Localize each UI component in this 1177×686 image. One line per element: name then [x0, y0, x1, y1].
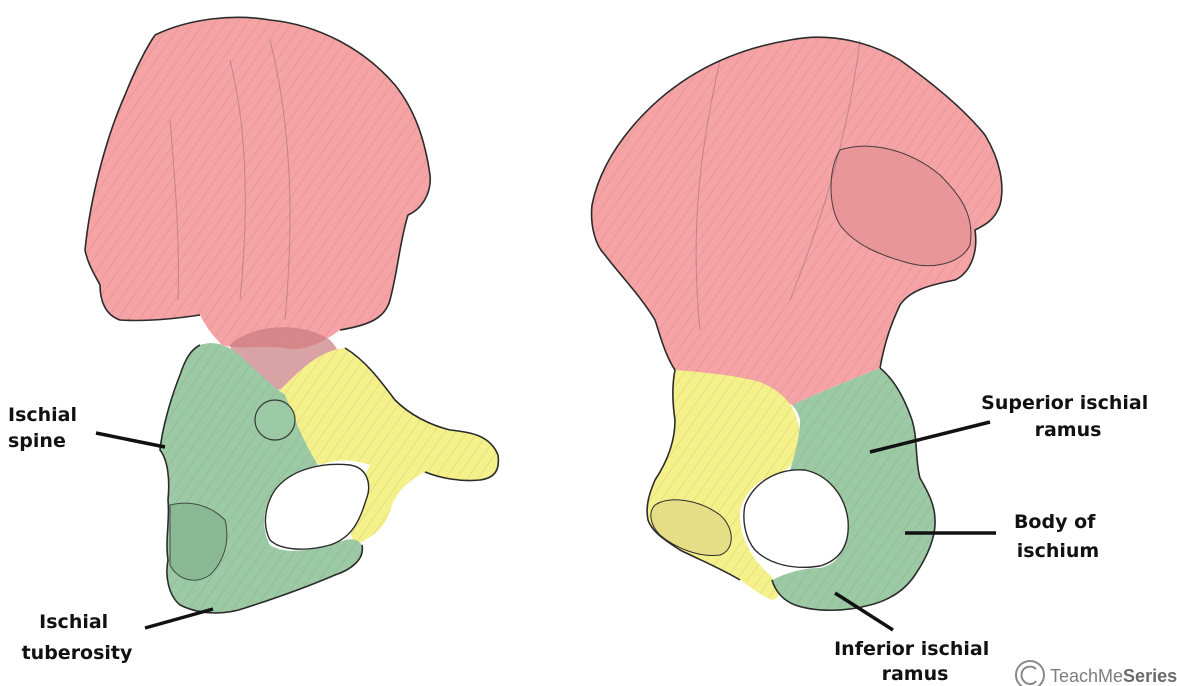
right-hip-bone: [592, 37, 1002, 610]
watermark: TeachMeSeries: [1016, 661, 1177, 686]
label-superior-ischial-ramus: Superior ischial ramus: [981, 392, 1155, 441]
label-body-of-ischium: Body of ischium: [1014, 511, 1102, 562]
pointer-ischial-tuberosity: [145, 609, 213, 628]
copyright-icon: [1016, 661, 1044, 686]
watermark-text: TeachMeSeries: [1050, 666, 1177, 686]
label-inferior-ischial-ramus: Inferior ischial ramus: [834, 638, 996, 685]
left-hip-bone: [85, 17, 498, 613]
label-ischial-spine: Ischial spine: [8, 404, 84, 452]
pointer-ischial-spine: [96, 433, 165, 447]
label-ischial-tuberosity: Ischial tuberosity: [22, 611, 133, 664]
